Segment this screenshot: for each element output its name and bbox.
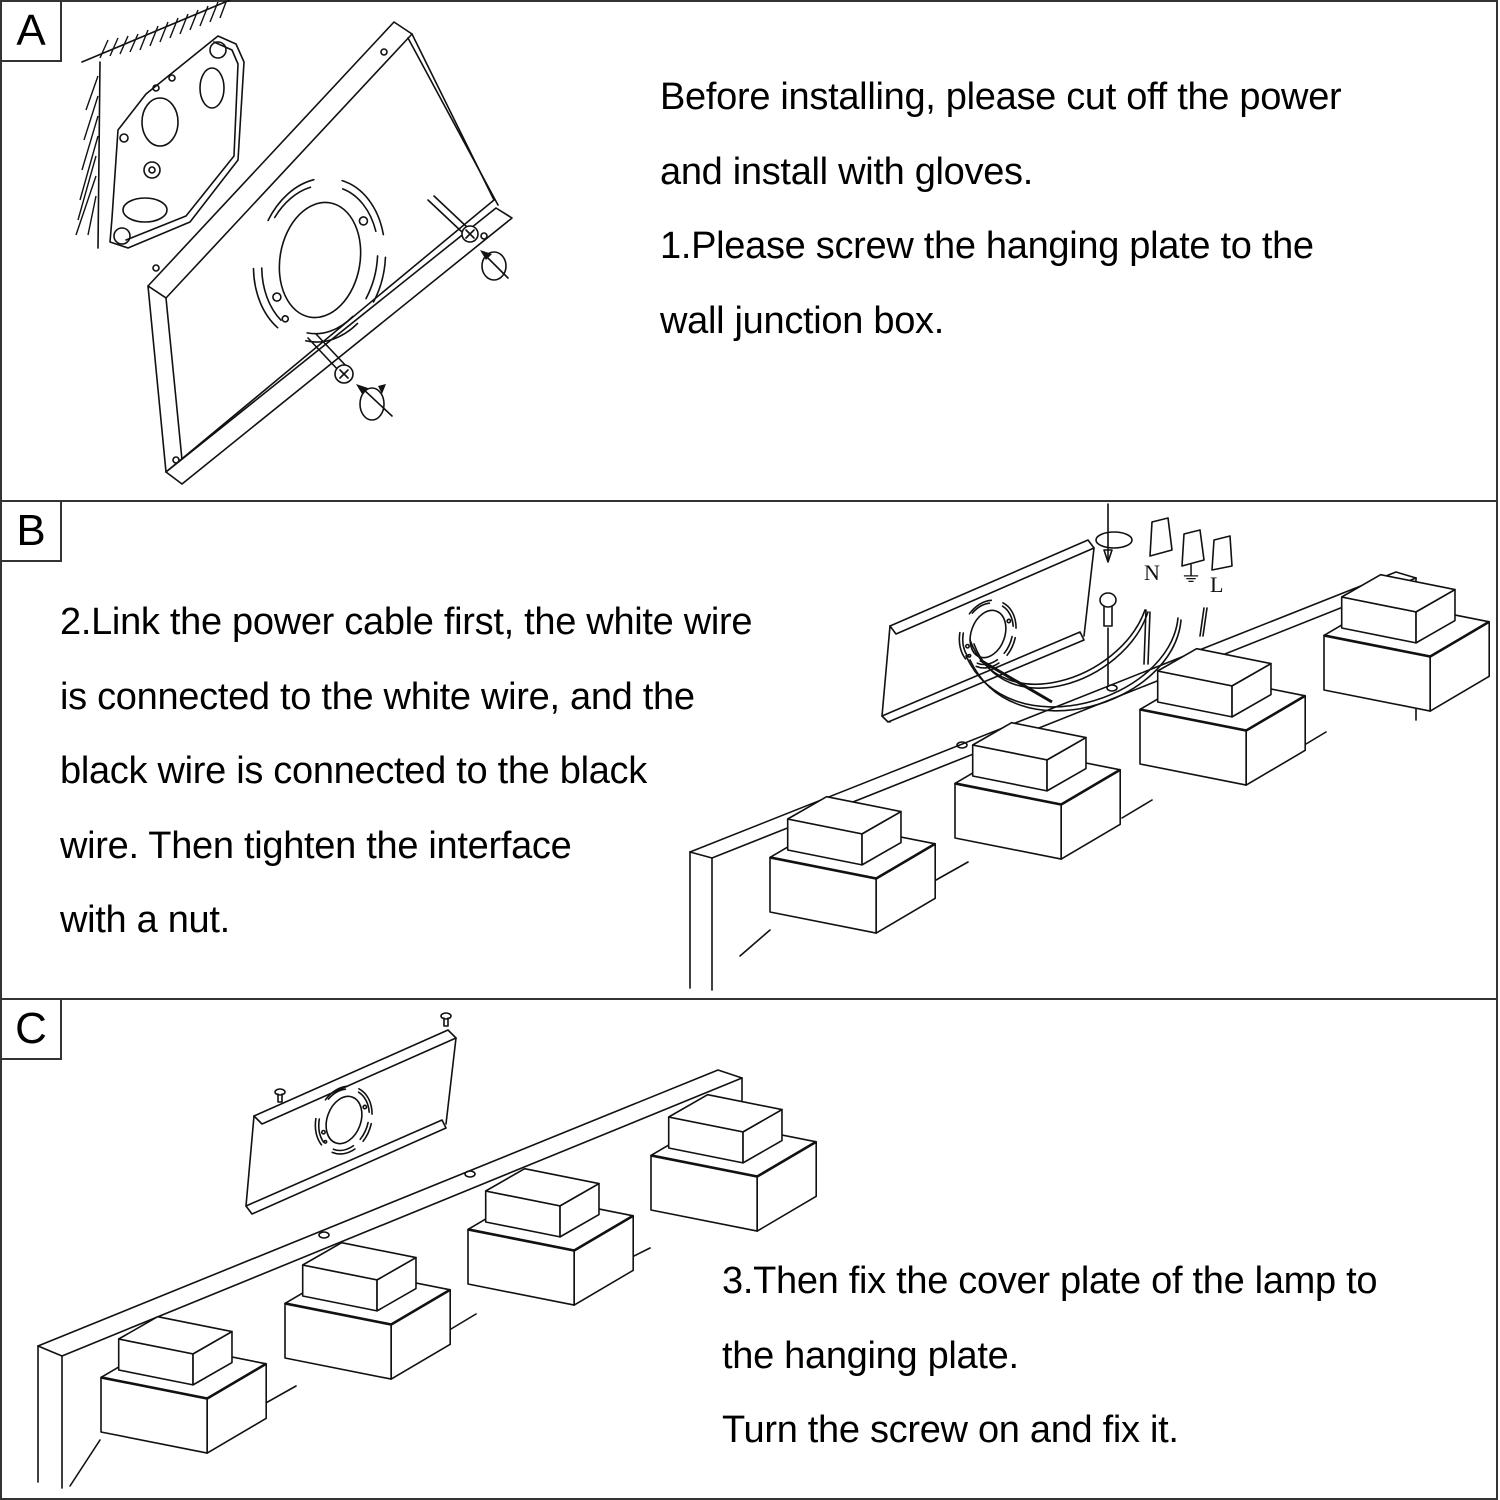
step-a-line-2: and install with gloves.	[660, 150, 1034, 193]
step-a-line-4: wall junction box.	[660, 299, 944, 342]
step-label-c: C	[2, 1000, 62, 1060]
step-c-line-2: the hanging plate.	[722, 1334, 1019, 1377]
step-b-line-4: wire. Then tighten the interface	[60, 824, 572, 867]
step-label-a: A	[2, 2, 62, 62]
step-label-b: B	[2, 502, 62, 562]
step-c-line-1: 3.Then fix the cover plate of the lamp t…	[722, 1260, 1378, 1302]
step-a-instructions: Before installing, please cut off the po…	[660, 60, 1342, 358]
step-c-instructions: 3.Then fix the cover plate of the lamp t…	[722, 1244, 1377, 1468]
step-b-line-1: 2.Link the power cable first, the white …	[60, 601, 753, 643]
step-b-line-2: is connected to the white wire, and the	[60, 675, 695, 718]
step-c-line-3: Turn the screw on and fix it.	[722, 1409, 1179, 1451]
step-a-line-1: Before installing, please cut off the po…	[660, 76, 1342, 118]
step-a-line-3: 1.Please screw the hanging plate to the	[660, 225, 1314, 267]
step-b-line-3: black wire is connected to the black	[60, 750, 647, 792]
step-b-line-5: with a nut.	[60, 899, 230, 941]
step-b-instructions: 2.Link the power cable first, the white …	[60, 585, 753, 958]
